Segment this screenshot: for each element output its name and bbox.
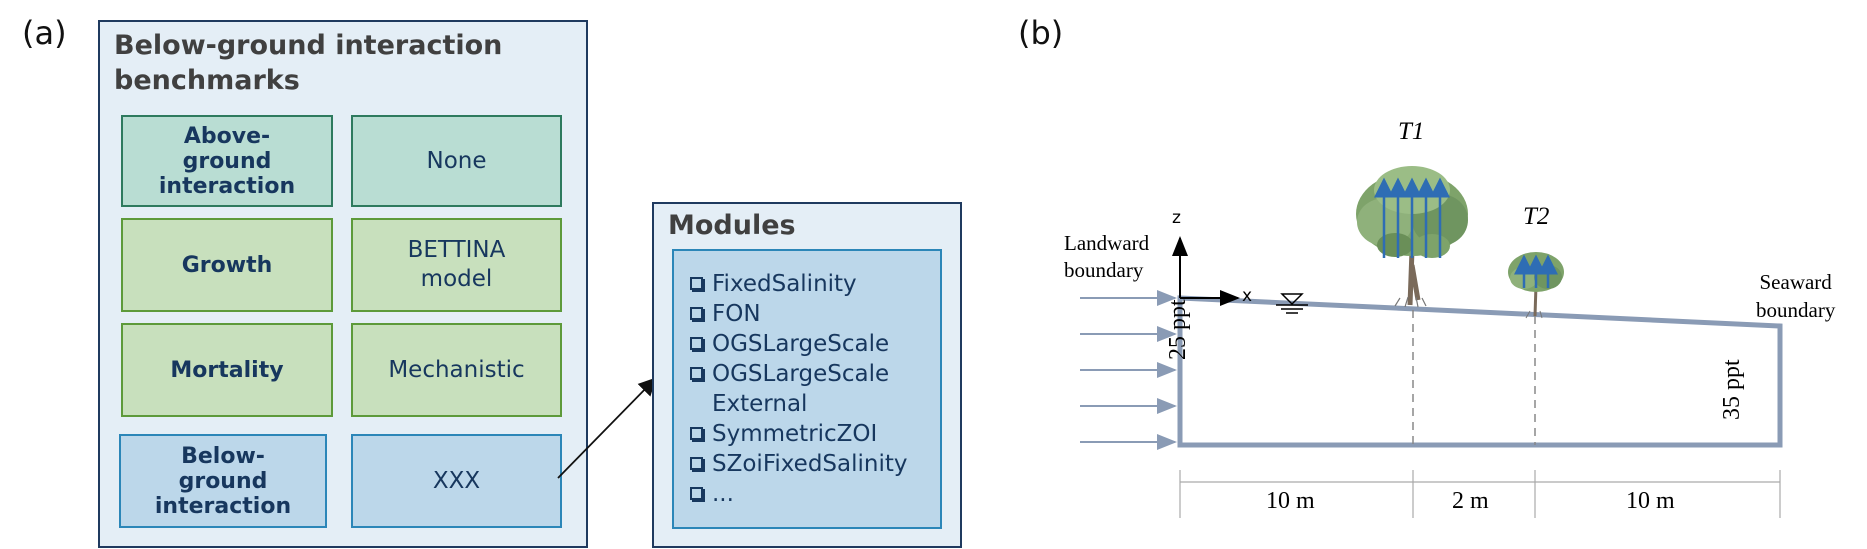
- dimension-label-3: 10 m: [1626, 488, 1675, 514]
- z-axis-label: z: [1172, 208, 1181, 228]
- module-name: FixedSalinity: [712, 271, 857, 297]
- benchmarks-title-line2: benchmarks: [114, 65, 300, 96]
- module-name: OGSLargeScale: [712, 331, 890, 357]
- seaward-line2: boundary: [1756, 298, 1836, 322]
- domain-outline: [1177, 295, 1783, 448]
- module-item: ...: [688, 479, 926, 509]
- modules-list: FixedSalinity FON OGSLargeScale OGSLarge…: [672, 249, 942, 529]
- cell-line: Mortality: [170, 357, 284, 383]
- module-name: OGSLargeScale External: [712, 361, 890, 417]
- checkbox-icon: [690, 457, 703, 470]
- tree2-label: T2: [1523, 203, 1550, 230]
- cell-line: Below-: [181, 443, 265, 469]
- landward-flow-arrows: [1080, 290, 1177, 450]
- row-mortality-category: Mortality: [121, 323, 333, 417]
- checkbox-icon: [690, 367, 703, 380]
- module-item: OGSLargeScale External: [688, 359, 926, 419]
- seaward-boundary-label: Seaward boundary: [1756, 268, 1835, 324]
- checkbox-icon: [690, 427, 703, 440]
- right-salinity-label: 35 ppt: [1719, 359, 1745, 420]
- landward-line2: boundary: [1064, 258, 1144, 282]
- module-item: SZoiFixedSalinity: [688, 449, 926, 479]
- benchmarks-title-line1: Below-ground interaction: [114, 30, 503, 61]
- module-name: SymmetricZOI: [712, 421, 878, 447]
- modules-box: Modules FixedSalinity FON OGSLargeScale …: [652, 202, 962, 548]
- seaward-line1: Seaward: [1759, 270, 1832, 294]
- benchmarks-box: Below-ground interaction benchmarks Abov…: [98, 20, 588, 548]
- cell-line: Above-: [183, 123, 271, 149]
- dimension-markers: [1179, 470, 1781, 518]
- cell-line: BETTINA: [407, 237, 506, 263]
- landward-boundary-label: Landward boundary: [1064, 230, 1149, 284]
- dimension-label-1: 10 m: [1266, 488, 1315, 514]
- module-name: SZoiFixedSalinity: [712, 451, 908, 477]
- cell-line: ground: [182, 148, 272, 174]
- panel-a-label: (a): [22, 14, 67, 52]
- landward-line1: Landward: [1064, 231, 1150, 255]
- row-below-ground-category: Below- ground interaction: [119, 434, 327, 528]
- row-above-ground-value: None: [351, 115, 562, 207]
- checkbox-icon: [690, 337, 703, 350]
- module-item: FON: [688, 299, 926, 329]
- cell-line: interaction: [154, 493, 292, 519]
- benchmarks-title: Below-ground interaction benchmarks: [114, 28, 502, 98]
- cell-line: Growth: [181, 252, 273, 278]
- left-salinity-label: 25 ppt: [1165, 299, 1191, 360]
- cell-line: ground: [178, 468, 268, 494]
- module-item: OGSLargeScale: [688, 329, 926, 359]
- dimension-label-2: 2 m: [1452, 488, 1489, 514]
- cell-line: interaction: [158, 173, 296, 199]
- connector-arrow: [557, 377, 657, 479]
- module-item: SymmetricZOI: [688, 419, 926, 449]
- checkbox-icon: [690, 307, 703, 320]
- cell-line: Mechanistic: [388, 356, 525, 383]
- cell-line: None: [426, 147, 487, 174]
- tree1-label: T1: [1398, 118, 1425, 145]
- x-axis-label: x: [1242, 286, 1253, 306]
- tree1-uptake-arrows: [1374, 177, 1450, 258]
- module-name: ...: [712, 481, 734, 507]
- row-growth-category: Growth: [121, 218, 333, 312]
- row-mortality-value: Mechanistic: [351, 323, 562, 417]
- modules-title: Modules: [668, 210, 796, 241]
- module-item: FixedSalinity: [688, 269, 926, 299]
- row-below-ground-value: XXX: [351, 434, 562, 528]
- checkbox-icon: [690, 277, 703, 290]
- panel-b-label: (b): [1018, 14, 1064, 52]
- water-level-icon: [1276, 293, 1308, 314]
- checkbox-icon: [690, 487, 703, 500]
- cell-line: model: [420, 266, 493, 292]
- cell-line: XXX: [432, 467, 481, 494]
- row-above-ground-category: Above- ground interaction: [121, 115, 333, 207]
- tree2-uptake-arrows: [1514, 254, 1558, 288]
- module-name: FON: [712, 301, 761, 327]
- row-growth-value: BETTINA model: [351, 218, 562, 312]
